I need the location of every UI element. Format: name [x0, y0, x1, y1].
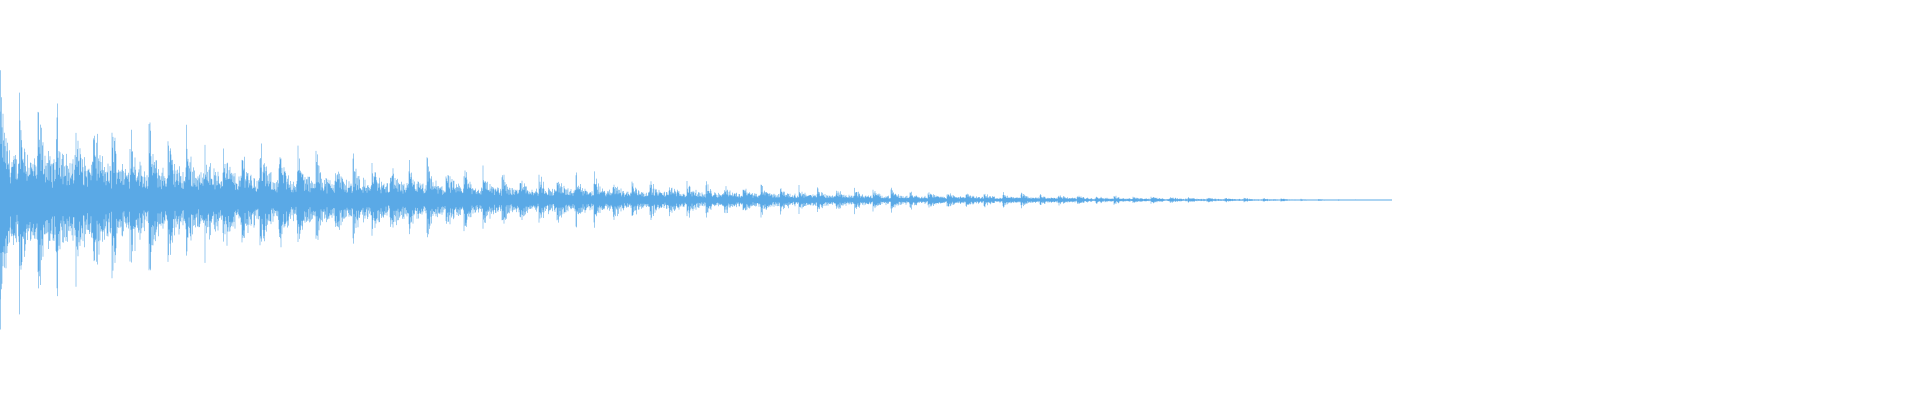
audio-waveform[interactable] — [0, 0, 1920, 400]
